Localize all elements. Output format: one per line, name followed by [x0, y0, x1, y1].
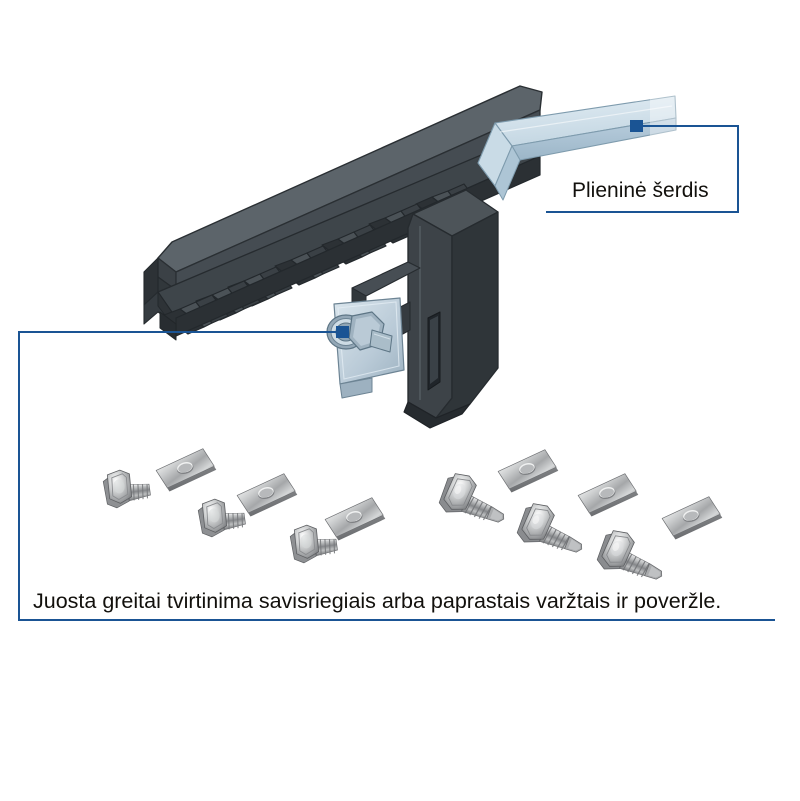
square-washer	[234, 471, 300, 519]
self-drilling-screw	[435, 468, 515, 534]
self-drilling-screw	[593, 525, 673, 591]
square-washer	[153, 446, 219, 494]
callout-steel-core: Plieninė šerdis	[546, 120, 739, 213]
square-washer	[322, 495, 388, 543]
fastening-note-label: Juosta greitai tvirtinima savisriegiais …	[33, 589, 721, 613]
fastening-note-callout-frame	[18, 331, 775, 621]
hex-bolt	[101, 465, 153, 510]
hex-bolt	[196, 494, 248, 539]
self-drilling-screw	[513, 498, 593, 564]
callout-fastening-note: Juosta greitai tvirtinima savisriegiais …	[18, 326, 775, 621]
fastener-hardware-group	[101, 446, 725, 591]
steel-core-leader-marker	[630, 120, 643, 132]
steel-core-label: Plieninė šerdis	[572, 179, 709, 202]
steel-core-callout-frame	[546, 125, 739, 213]
fastening-note-leader-marker	[336, 326, 349, 338]
bolts-and-washers-group	[101, 446, 388, 565]
square-washer	[659, 494, 725, 542]
self-drilling-screws-and-washers-group	[435, 447, 725, 591]
square-washer	[495, 447, 561, 495]
square-washer	[575, 471, 641, 519]
bracket-hex-screw	[326, 311, 393, 353]
toothed-mounting-rail	[143, 85, 543, 429]
